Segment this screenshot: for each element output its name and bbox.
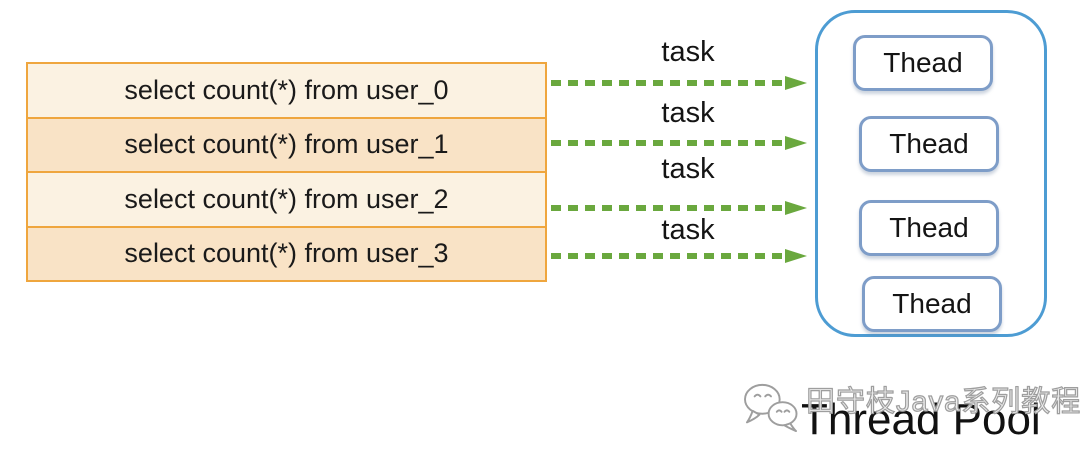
wechat-icon (744, 383, 798, 433)
task-arrow-icon-4 (551, 249, 807, 263)
query-text-user3: select count(*) from user_3 (124, 238, 449, 269)
query-row-user0: select count(*) from user_0 (28, 64, 545, 119)
thread-box-4: Thead (862, 276, 1002, 332)
query-text-user2: select count(*) from user_2 (124, 183, 449, 214)
task-label-4: task (661, 214, 715, 246)
query-row-user2: select count(*) from user_2 (28, 173, 545, 228)
query-row-user1: select count(*) from user_1 (28, 118, 545, 173)
thread-pool-title: Thread Pool (801, 395, 1041, 444)
task-arrow-icon-3 (551, 201, 807, 215)
thread-box-2: Thead (859, 116, 999, 172)
task-arrow-icon-1 (551, 76, 807, 90)
task-label-3: task (661, 153, 715, 185)
thread-box-3: Thead (859, 200, 999, 256)
thread-pool-container: Thead Thead Thead Thead (815, 10, 1047, 337)
thread-box-1: Thead (853, 35, 993, 91)
task-arrow-icon-2 (551, 136, 807, 150)
query-row-user3: select count(*) from user_3 (28, 227, 545, 280)
query-table: select count(*) from user_0 select count… (26, 62, 547, 282)
task-label-2: task (661, 97, 715, 129)
query-text-user0: select count(*) from user_0 (124, 74, 449, 105)
task-label-1: task (661, 36, 715, 68)
query-text-user1: select count(*) from user_1 (124, 129, 449, 160)
